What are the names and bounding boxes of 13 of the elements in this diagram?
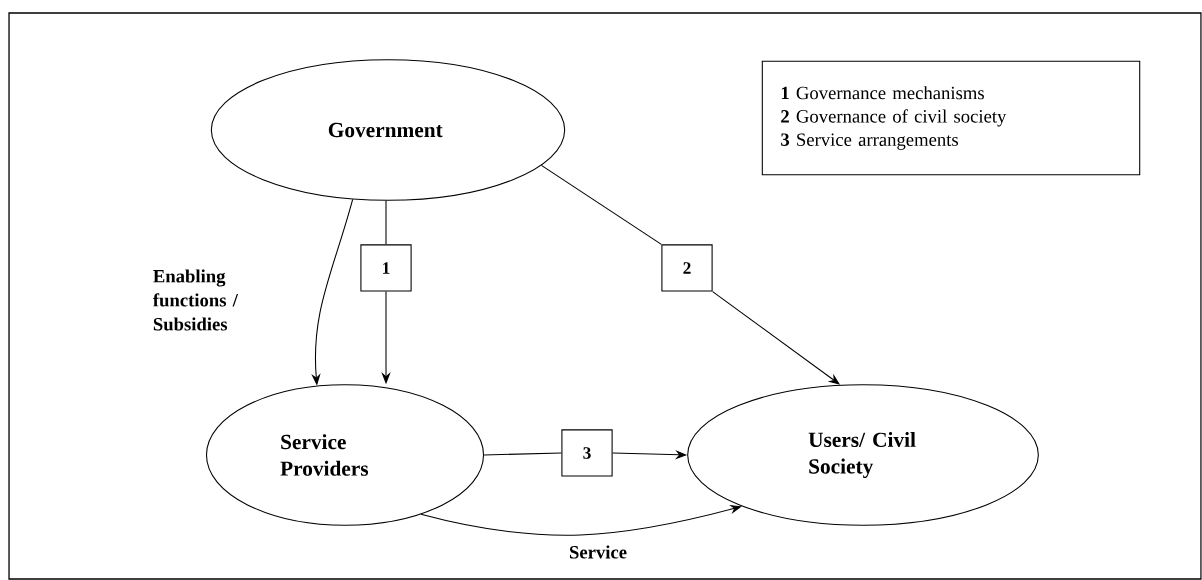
number-box: 3: [561, 429, 613, 477]
connector-line: [540, 164, 662, 245]
arrow: [420, 504, 742, 536]
edge-label: Service: [570, 545, 627, 559]
edge-label: Enabling functions / Subsidies: [153, 269, 239, 331]
ellipse-node: Users/ Civil Society: [687, 384, 1039, 526]
number-box: 2: [661, 244, 713, 292]
ellipse-node: Service Providers: [205, 384, 485, 526]
number-box: 1: [360, 244, 412, 292]
legend-box: 1 Governance mechanisms 2 Governance of civil society 3 Service arrangements: [761, 60, 1141, 176]
connector-line: [385, 200, 387, 245]
connector-line: [483, 452, 562, 456]
ellipse-node: Government: [210, 59, 566, 201]
